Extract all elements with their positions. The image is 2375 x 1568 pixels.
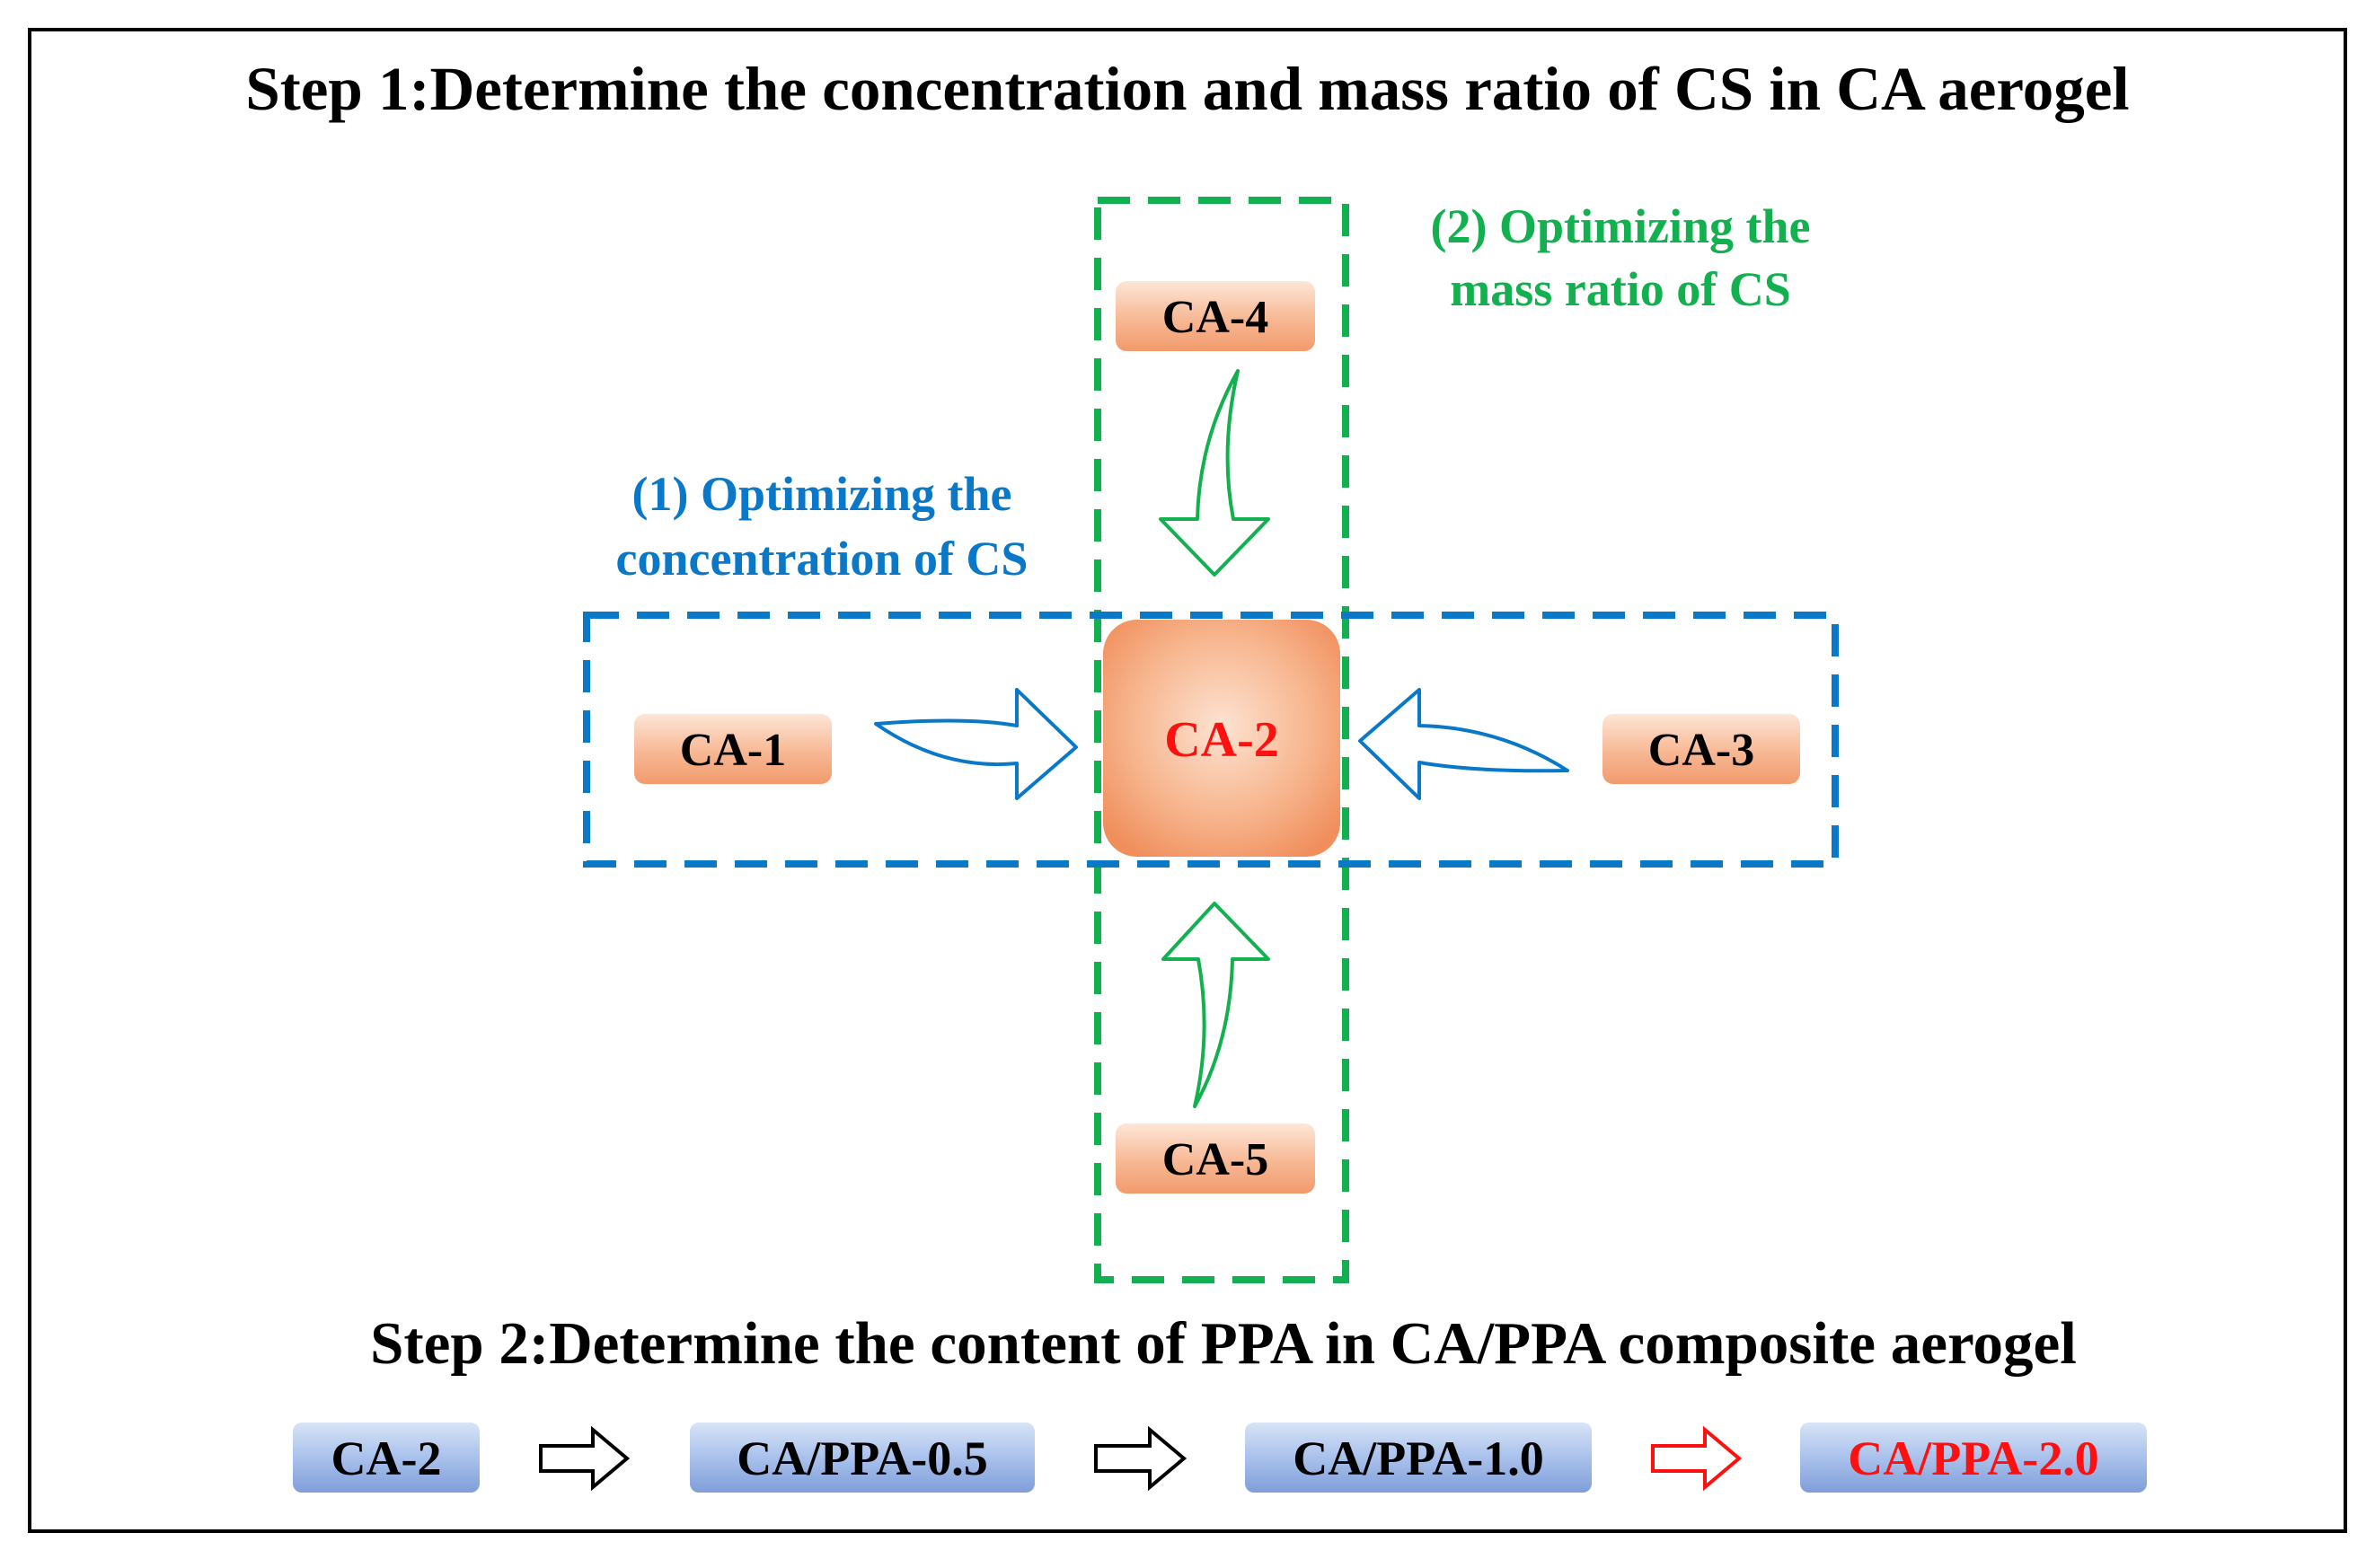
arrow-ca4-to-ca2-icon	[1159, 369, 1270, 577]
blue-region-label-line1: (1) Optimizing the	[632, 467, 1012, 521]
step2-title: Step 2:Determine the content of PPA in C…	[370, 1310, 2077, 1377]
node-ca-3-label: CA-3	[1648, 725, 1754, 776]
node-ca-5: CA-5	[1116, 1123, 1315, 1194]
node-ca-1: CA-1	[634, 714, 832, 784]
arrow-ca3-to-ca2-icon	[1358, 688, 1569, 800]
step1-title: Step 1:Determine the concentration and m…	[245, 55, 2129, 123]
node-ca-2-center: CA-2	[1103, 620, 1340, 857]
sequence-item-label: CA/PPA-2.0	[1848, 1431, 2098, 1485]
sequence-arrow-icon	[539, 1425, 631, 1492]
sequence-item-label: CA-2	[331, 1431, 442, 1485]
blue-dashed-region	[583, 612, 1839, 868]
arrow-ca1-to-ca2-icon	[874, 688, 1078, 800]
node-ca-2-label: CA-2	[1164, 712, 1279, 768]
blue-region-label-line2: concentration of CS	[616, 532, 1029, 586]
sequence-arrow-highlight-icon	[1651, 1425, 1743, 1492]
node-ca-4: CA-4	[1116, 281, 1315, 351]
outer-frame	[28, 28, 2347, 1533]
sequence-item-ca-ppa-0-5: CA/PPA-0.5	[690, 1423, 1035, 1493]
green-dashed-region	[1094, 197, 1349, 1283]
node-ca-5-label: CA-5	[1162, 1134, 1268, 1185]
sequence-item-label: CA/PPA-1.0	[1293, 1431, 1543, 1485]
green-region-label-line1: (2) Optimizing the	[1431, 199, 1811, 253]
sequence-item-ca-ppa-1-0: CA/PPA-1.0	[1245, 1423, 1592, 1493]
arrow-ca5-to-ca2-icon	[1161, 902, 1270, 1108]
green-region-label-line2: mass ratio of CS	[1450, 262, 1790, 316]
node-ca-4-label: CA-4	[1162, 292, 1268, 343]
sequence-item-ca-2: CA-2	[293, 1423, 480, 1493]
sequence-item-label: CA/PPA-0.5	[737, 1431, 987, 1485]
sequence-item-ca-ppa-2-0: CA/PPA-2.0	[1800, 1423, 2147, 1493]
sequence-arrow-icon	[1094, 1425, 1188, 1492]
node-ca-1-label: CA-1	[680, 725, 786, 776]
node-ca-3: CA-3	[1602, 714, 1800, 784]
